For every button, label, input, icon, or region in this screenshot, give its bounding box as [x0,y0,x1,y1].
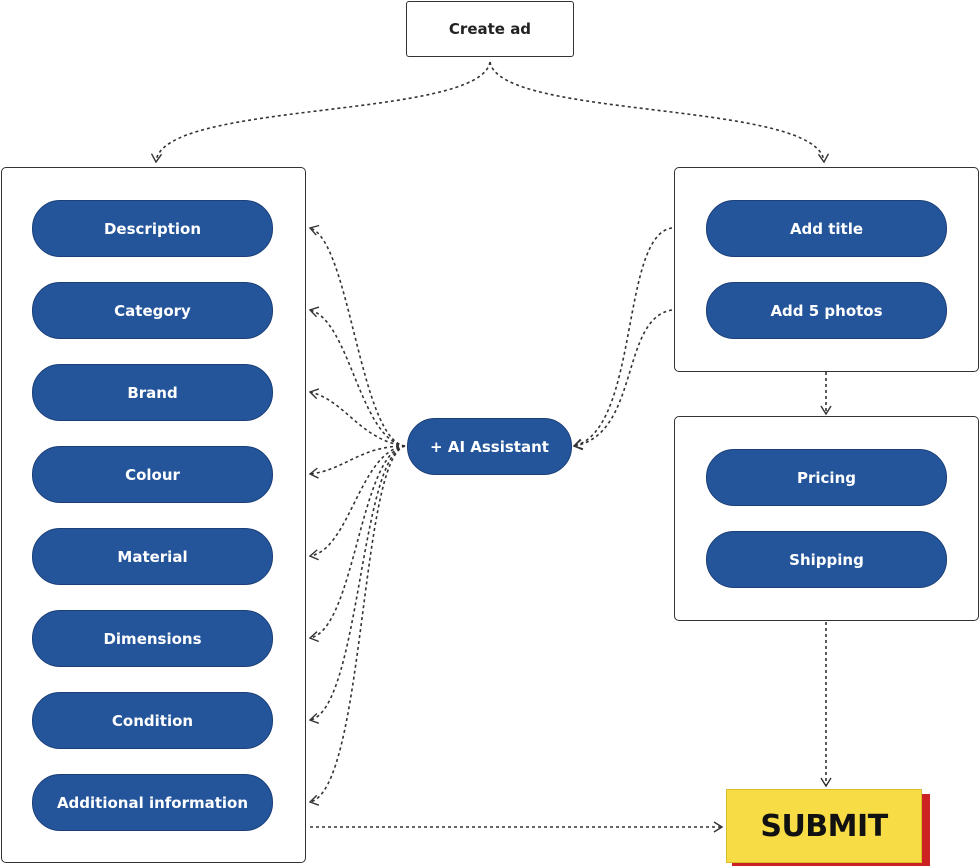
connector-ai-description [308,224,406,447]
create-ad-label: Create ad [448,20,532,38]
pill-additional-information: Additional information [32,774,273,831]
connector-ai-additional [308,445,406,806]
pill-dimensions: Dimensions [32,610,273,667]
ai-assistant-node: + AI Assistant [407,418,572,475]
submit-label: SUBMIT [760,808,888,844]
pill-description: Description [32,200,273,257]
pill-pricing: Pricing [706,449,947,506]
connector-ai-colour [308,445,406,479]
submit-button[interactable]: SUBMIT [726,789,922,863]
create-ad-node: Create ad [406,1,574,57]
pill-brand: Brand [32,364,273,421]
connector-photos-ai [572,309,673,451]
connector-ai-category [308,306,406,447]
right-top-group [674,167,979,372]
pill-material: Material [32,528,273,585]
connector-top-right [489,61,830,164]
connector-ai-dimensions [308,445,406,643]
connector-title-ai [572,227,673,450]
pill-shipping: Shipping [706,531,947,588]
connector-ai-brand [308,388,406,447]
connector-ai-condition [308,445,406,724]
pill-condition: Condition [32,692,273,749]
pill-category: Category [32,282,273,339]
left-group [1,167,306,863]
pill-add-title: Add title [706,200,947,257]
connector-top-left [150,61,491,164]
pill-colour: Colour [32,446,273,503]
pill-add-photos: Add 5 photos [706,282,947,339]
right-mid-group [674,416,979,621]
